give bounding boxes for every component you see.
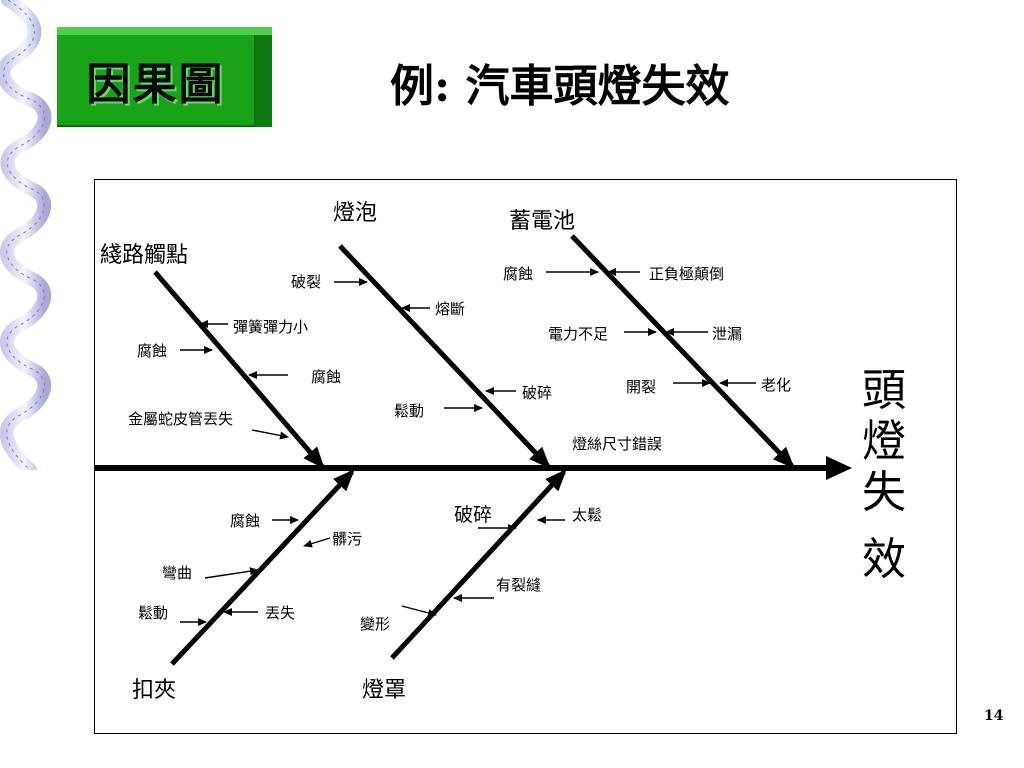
slide-title: 因果圖 [57, 35, 256, 127]
bone-bulb [338, 244, 551, 469]
effect-char-2: 燈 [862, 416, 906, 467]
title-box: 因果圖 [57, 27, 272, 127]
cause-battery-5: 開裂 [626, 378, 656, 396]
page-number: 14 [984, 708, 1004, 724]
cause-arrow-clamp-2 [303, 537, 331, 548]
cause-lamp-cover-3: 有裂縫 [496, 576, 541, 594]
effect-char-1: 頭 [862, 365, 906, 416]
decorative-ribbon [0, 0, 52, 470]
category-clamp: 扣夾 [132, 678, 176, 703]
cause-battery-1: 腐蝕 [503, 265, 533, 283]
bone-wiring [153, 270, 325, 470]
cause-lamp-cover-4: 變形 [360, 615, 390, 633]
effect-char-3: 失 [862, 467, 906, 518]
cause-clamp-2: 髒污 [332, 530, 362, 548]
cause-bulb-3: 鬆動 [394, 402, 424, 420]
bone-lamp-cover [390, 469, 567, 660]
cause-battery-2: 正負極顛倒 [649, 265, 724, 283]
diagram-frame [94, 179, 957, 734]
cause-battery-4: 泄漏 [712, 325, 742, 343]
cause-wiring-4: 金屬蛇皮管丟失 [128, 410, 233, 428]
category-lamp-cover: 燈罩 [362, 678, 406, 703]
spine-arrowhead [826, 456, 852, 480]
cause-clamp-1: 腐蝕 [230, 512, 260, 530]
title-box-top-face [57, 27, 272, 35]
cause-clamp-4: 鬆動 [138, 604, 168, 622]
cause-lamp-cover-1: 破碎 [454, 504, 492, 526]
bone-clamp [170, 469, 355, 666]
cause-clamp-5: 丟失 [265, 604, 295, 622]
category-bulb: 燈泡 [333, 201, 377, 226]
category-battery: 蓄電池 [509, 209, 575, 234]
cause-wiring-1: 彈簧彈力小 [233, 318, 308, 336]
cause-bulb-1: 破裂 [291, 273, 321, 291]
cause-bulb-5: 燈絲尺寸錯誤 [572, 435, 662, 453]
cause-bulb-4: 破碎 [522, 384, 552, 402]
cause-bulb-2: 熔斷 [435, 300, 465, 318]
cause-arrow-clamp-3 [204, 567, 259, 579]
cause-wiring-2: 腐蝕 [137, 342, 167, 360]
cause-clamp-3: 彎曲 [162, 564, 192, 582]
cause-lamp-cover-2: 太鬆 [572, 506, 602, 524]
cause-arrow-lamp-cover-4 [401, 605, 437, 617]
category-wiring: 綫路觸點 [100, 243, 188, 268]
cause-battery-3: 電力不足 [548, 325, 608, 343]
cause-wiring-3: 腐蝕 [311, 368, 341, 386]
effect-char-4: 效 [862, 534, 906, 585]
slide-subtitle: 例: 汽車頭燈失效 [390, 61, 730, 112]
cause-battery-6: 老化 [761, 376, 791, 394]
title-box-side-face [256, 35, 272, 127]
cause-arrow-wiring-4 [251, 429, 289, 440]
